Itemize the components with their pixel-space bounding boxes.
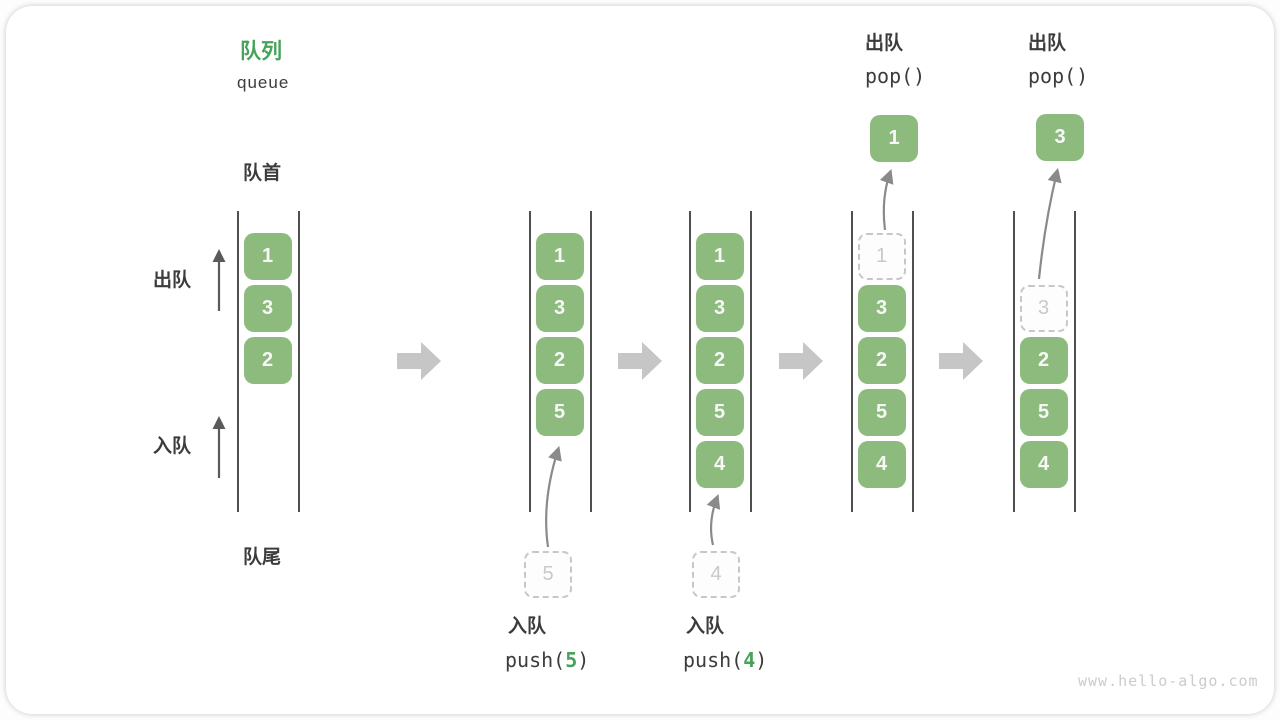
popped-element-box: 1 xyxy=(870,115,918,162)
queue-element-box: 1 xyxy=(535,233,584,280)
queue-element-box: 4 xyxy=(857,441,906,488)
dequeue-action-text: 出队 xyxy=(1028,33,1067,54)
flow-arrow-icon xyxy=(397,342,441,380)
queue-element-box: 3 xyxy=(243,285,292,332)
enqueue-code-text: push(4) xyxy=(683,648,768,672)
dequeue-action-text: 出队 xyxy=(865,33,904,54)
dequeue-op-label: 出队 pop() xyxy=(865,33,925,88)
flow-arrow-icon xyxy=(779,342,823,380)
enqueue-side-label: 入队 xyxy=(153,436,192,457)
queue-element-box: 3 xyxy=(535,285,584,332)
queue-element-box: 3 xyxy=(857,285,906,332)
queue-column-line xyxy=(1074,211,1076,512)
enqueue-action-text: 入队 xyxy=(686,616,725,637)
dequeue-side-label: 出队 xyxy=(153,270,192,291)
ghost-slot: 1 xyxy=(857,233,906,280)
flow-arrow-icon xyxy=(618,342,662,380)
queue-element-box: 1 xyxy=(695,233,744,280)
queue-element-box: 5 xyxy=(857,389,906,436)
enqueue-action-text: 入队 xyxy=(508,616,547,637)
pending-element-box: 4 xyxy=(692,551,740,598)
queue-element-box: 2 xyxy=(1019,337,1068,384)
queue-rear-label: 队尾 xyxy=(243,547,282,568)
queue-element-box: 3 xyxy=(695,285,744,332)
queue-column-line xyxy=(529,211,531,512)
queue-element-box: 2 xyxy=(857,337,906,384)
queue-element-box: 5 xyxy=(535,389,584,436)
enqueue-op-label: 入队 push(5) xyxy=(505,616,589,672)
enqueue-code-text: push(5) xyxy=(505,648,590,672)
queue-element-box: 1 xyxy=(243,233,292,280)
watermark: www.hello-algo.com xyxy=(1078,672,1259,690)
enqueue-op-label: 入队 push(4) xyxy=(683,616,767,672)
queue-front-label: 队首 xyxy=(243,163,282,184)
queue-element-box: 4 xyxy=(695,441,744,488)
flow-arrow-icon xyxy=(939,342,983,380)
queue-column-line xyxy=(851,211,853,512)
queue-element-box: 4 xyxy=(1019,441,1068,488)
queue-element-box: 5 xyxy=(1019,389,1068,436)
queue-element-box: 2 xyxy=(695,337,744,384)
dequeue-code-text: pop() xyxy=(1028,64,1089,88)
queue-element-box: 2 xyxy=(535,337,584,384)
pending-element-box: 5 xyxy=(524,551,572,598)
queue-column-line xyxy=(298,211,300,512)
queue-element-box: 5 xyxy=(695,389,744,436)
queue-column-line xyxy=(689,211,691,512)
queue-column-line xyxy=(912,211,914,512)
queue-column-line xyxy=(237,211,239,512)
queue-column-line xyxy=(590,211,592,512)
dequeue-code-text: pop() xyxy=(865,64,926,88)
diagram-title-en: queue xyxy=(237,73,290,92)
diagram-title-zh: 队列 xyxy=(240,40,282,63)
queue-element-box: 2 xyxy=(243,337,292,384)
popped-element-box: 3 xyxy=(1036,114,1084,161)
queue-column-line xyxy=(1013,211,1015,512)
queue-column-line xyxy=(750,211,752,512)
ghost-slot: 3 xyxy=(1019,285,1068,332)
dequeue-op-label: 出队 pop() xyxy=(1028,33,1088,88)
